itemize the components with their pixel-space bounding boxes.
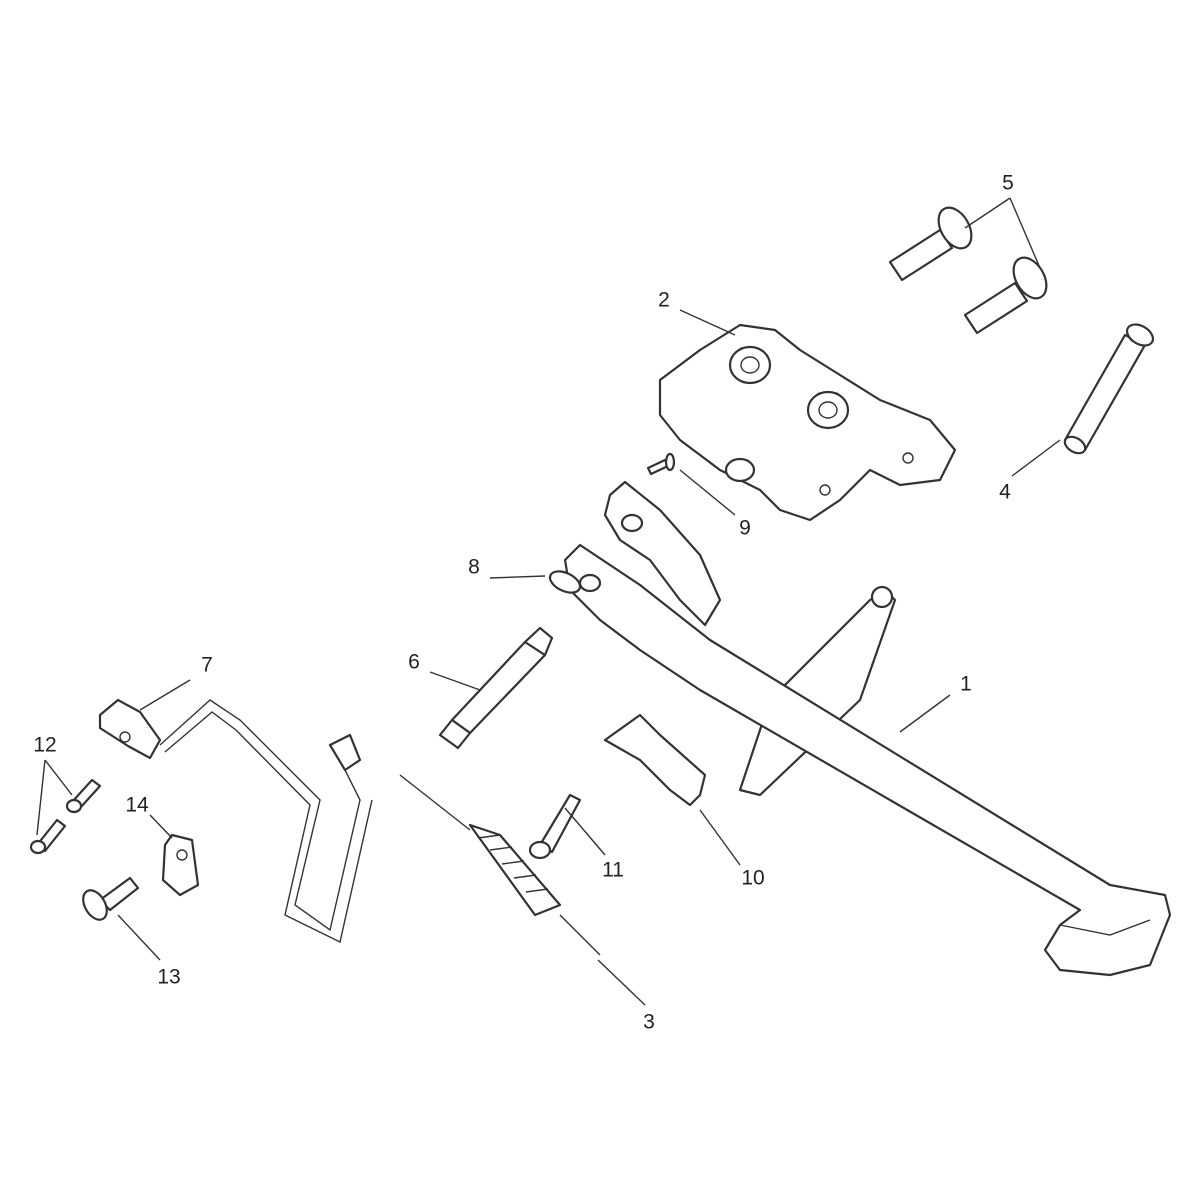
part-2-bracket[interactable] <box>658 323 957 522</box>
callout-8: 8 <box>468 555 480 579</box>
part-14-clip[interactable] <box>161 833 200 897</box>
part-7-sensor-harness[interactable] <box>98 698 373 944</box>
part-13-screw[interactable] <box>78 876 140 924</box>
part-3-spring[interactable] <box>399 774 601 956</box>
callout-14: 14 <box>125 793 149 817</box>
part-12-screws[interactable] <box>29 778 102 855</box>
callout-1: 1 <box>960 672 972 696</box>
part-11-screw[interactable] <box>528 793 582 860</box>
callout-13: 13 <box>157 965 181 989</box>
callout-3: 3 <box>643 1010 655 1034</box>
part-6-pivot-bolt[interactable] <box>438 626 554 750</box>
callout-11: 11 <box>602 858 624 882</box>
callout-10: 10 <box>741 866 765 890</box>
part-1-side-stand[interactable] <box>563 480 1172 977</box>
leader-lines <box>36 197 1061 1006</box>
callout-2: 2 <box>658 288 670 312</box>
callout-9: 9 <box>739 516 751 540</box>
part-4-pin[interactable] <box>1062 320 1157 456</box>
callout-12: 12 <box>33 733 57 757</box>
callout-5: 5 <box>1002 171 1014 195</box>
part-8-circlip[interactable] <box>547 567 584 597</box>
callout-7: 7 <box>201 653 213 677</box>
part-9-screw[interactable] <box>646 452 676 476</box>
callout-6: 6 <box>408 650 420 674</box>
part-10-switch[interactable] <box>603 713 707 807</box>
callout-4: 4 <box>999 480 1011 504</box>
part-5-bolts[interactable] <box>888 202 1053 335</box>
